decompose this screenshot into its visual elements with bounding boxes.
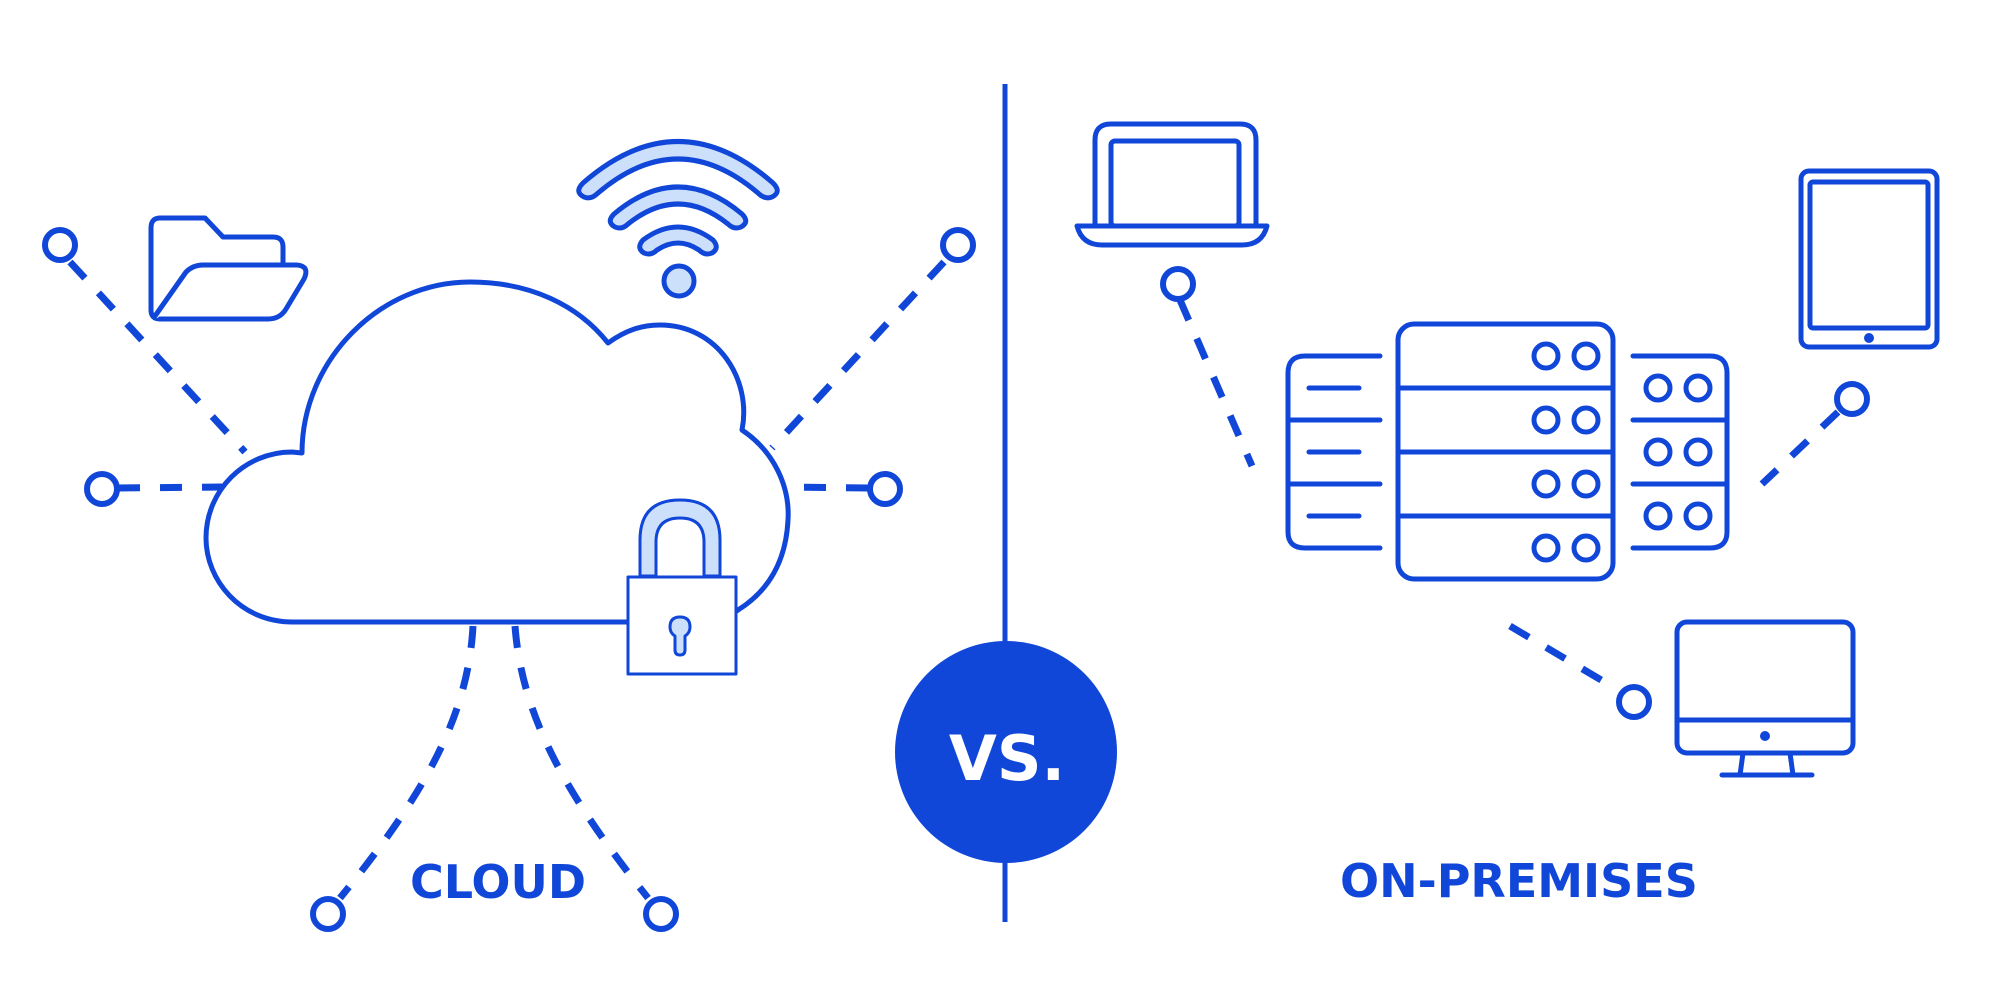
laptop-icon (1074, 121, 1270, 248)
connector-node-monitor (1616, 684, 1652, 720)
on-premises-label: ON-PREMISES (1340, 854, 1698, 908)
connector-bottom-right (511, 625, 651, 901)
connector-tablet (1759, 409, 1841, 487)
connector-node-mid-left (84, 471, 120, 507)
connector-node-bottom-left (310, 896, 346, 932)
connector-node-top-right (940, 227, 976, 263)
connector-mid-right (781, 483, 869, 492)
connector-mid-left (117, 483, 223, 492)
folder-icon (148, 215, 309, 322)
tablet-icon (1798, 168, 1940, 350)
connector-laptop (1176, 298, 1256, 468)
on-premises-connectors (1160, 266, 1870, 720)
connector-node-top-left (42, 227, 78, 263)
connector-monitor (1508, 622, 1620, 694)
vs-badge (895, 641, 1117, 863)
wifi-icon (576, 139, 780, 299)
padlock-icon (626, 498, 738, 676)
connector-top-right (769, 259, 947, 451)
cloud-label: CLOUD (410, 855, 586, 909)
cloud-icon (203, 279, 791, 625)
connector-node-mid-right (867, 471, 903, 507)
connector-top-left (67, 259, 248, 455)
desktop-monitor-icon (1674, 619, 1856, 778)
server-rack-icon (1285, 321, 1730, 582)
on-premises-panel: ON-PREMISES (1074, 121, 1940, 908)
connector-node-laptop (1160, 266, 1196, 302)
vs-divider: VS. (895, 84, 1117, 922)
connector-node-tablet (1834, 381, 1870, 417)
connector-node-bottom-right (643, 896, 679, 932)
connector-bottom-left (337, 625, 477, 901)
cloud-panel: CLOUD (42, 139, 976, 932)
vs-badge-text: VS. (949, 722, 1065, 795)
cloud-connectors (42, 227, 976, 932)
